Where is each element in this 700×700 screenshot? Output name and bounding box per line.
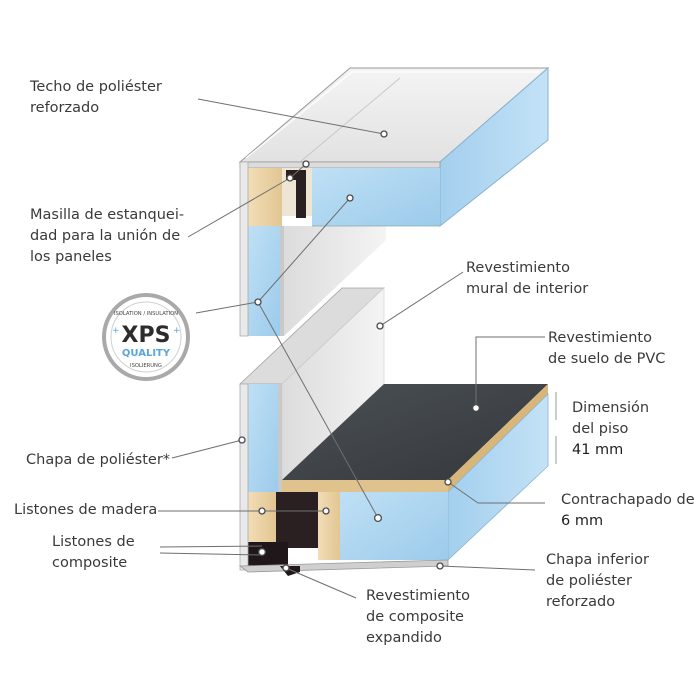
pvc-floor-surface [282,384,548,480]
label-polyester-sheet: Chapa de poliéster* [26,452,171,468]
dot-sealant-joint [286,174,294,182]
leader-wall-lining [379,271,464,327]
dot-roof-xps [346,194,354,202]
dot-pvc [471,403,481,413]
label-roof: Techo de poliéster reforzado [30,79,162,116]
leader-roof [197,98,385,135]
dot-wood-left [258,507,266,515]
leader-polyester [171,439,243,459]
roof-sealant-joint [286,170,306,218]
label-pvc-floor: Revestimiento de suelo de PVC [548,330,666,367]
badge-inner-ring [110,301,182,373]
label-expanded-composite: Revestimiento de composite expandido [366,588,470,646]
badge-top-text: ISOLATION / INSULATION [114,311,178,317]
badge-star-right: + [173,326,181,336]
leader-xps-2 [257,197,351,303]
dot-bottom-sheet [436,562,444,570]
label-bottom-sheet: Chapa inferior de poliéster reforzado [546,552,649,610]
plywood-edge [282,480,448,492]
floor-wall-inner-skin [278,384,282,492]
plywood-side [448,384,548,492]
dot-sealant [302,160,310,168]
dot-wall-lining [376,322,384,330]
leader-composite-1 [159,545,263,548]
label-composite-battens: Listones de composite [52,534,135,571]
leader-bottom-sheet [439,565,536,571]
leader-composite-2 [159,552,263,556]
label-wall-lining: Revestimiento mural de interior [466,260,589,297]
dot-wall-xps [254,298,262,306]
leader-sealant-1 [187,177,291,238]
leader-expanded [285,567,357,599]
roof-wall-xps [248,226,280,336]
roof-outer-skin [239,161,249,337]
roof-wall-inner-face [284,226,386,336]
leader-lines [158,98,557,599]
roof-front-skin [239,161,441,169]
xps-quality-badge: ISOLATION / INSULATION XPS QUALITY ISOLI… [102,293,190,381]
label-plywood: Contrachapado de 6 mm [561,492,695,529]
badge-bottom-text: ISOLIERUNG [130,363,162,369]
floor-xps-front [340,492,448,560]
dot-wood-right [322,507,330,515]
leader-xps-3 [257,301,379,519]
dot-polyester [238,436,246,444]
badge-main-text: XPS [122,323,171,348]
floor-wood-batten-right [318,492,340,560]
callout-dots [238,130,481,572]
roof-panel [238,66,550,337]
dot-plywood [444,478,452,486]
roof-wall-inner-skin [280,226,284,336]
floor-outer-skin [239,383,249,571]
dot-composite [257,547,267,557]
dot-floor-xps [373,513,383,523]
dot-expanded [282,564,290,572]
dot-roof [380,130,388,138]
leader-plywood [447,481,545,504]
floor-wood-batten-vertical [248,492,276,542]
badge-star-left: + [112,326,120,336]
leader-xps-1 [195,301,259,314]
label-floor-dimension: Dimensión del piso 41 mm [572,400,650,458]
label-sealant: Masilla de estanquei- dad para la unión … [30,207,185,265]
roof-wood-batten [248,168,282,226]
roof-xps-front [312,168,440,226]
floor-panel [238,287,549,576]
label-wood-battens: Listones de madera [14,502,158,518]
floor-wall-xps [248,384,278,492]
roof-edge-highlight [245,71,540,159]
leader-pvc [475,336,545,408]
floor-composite-block [276,492,318,548]
roof-rim-line [299,77,401,163]
badge-sub-text: QUALITY [122,348,171,359]
